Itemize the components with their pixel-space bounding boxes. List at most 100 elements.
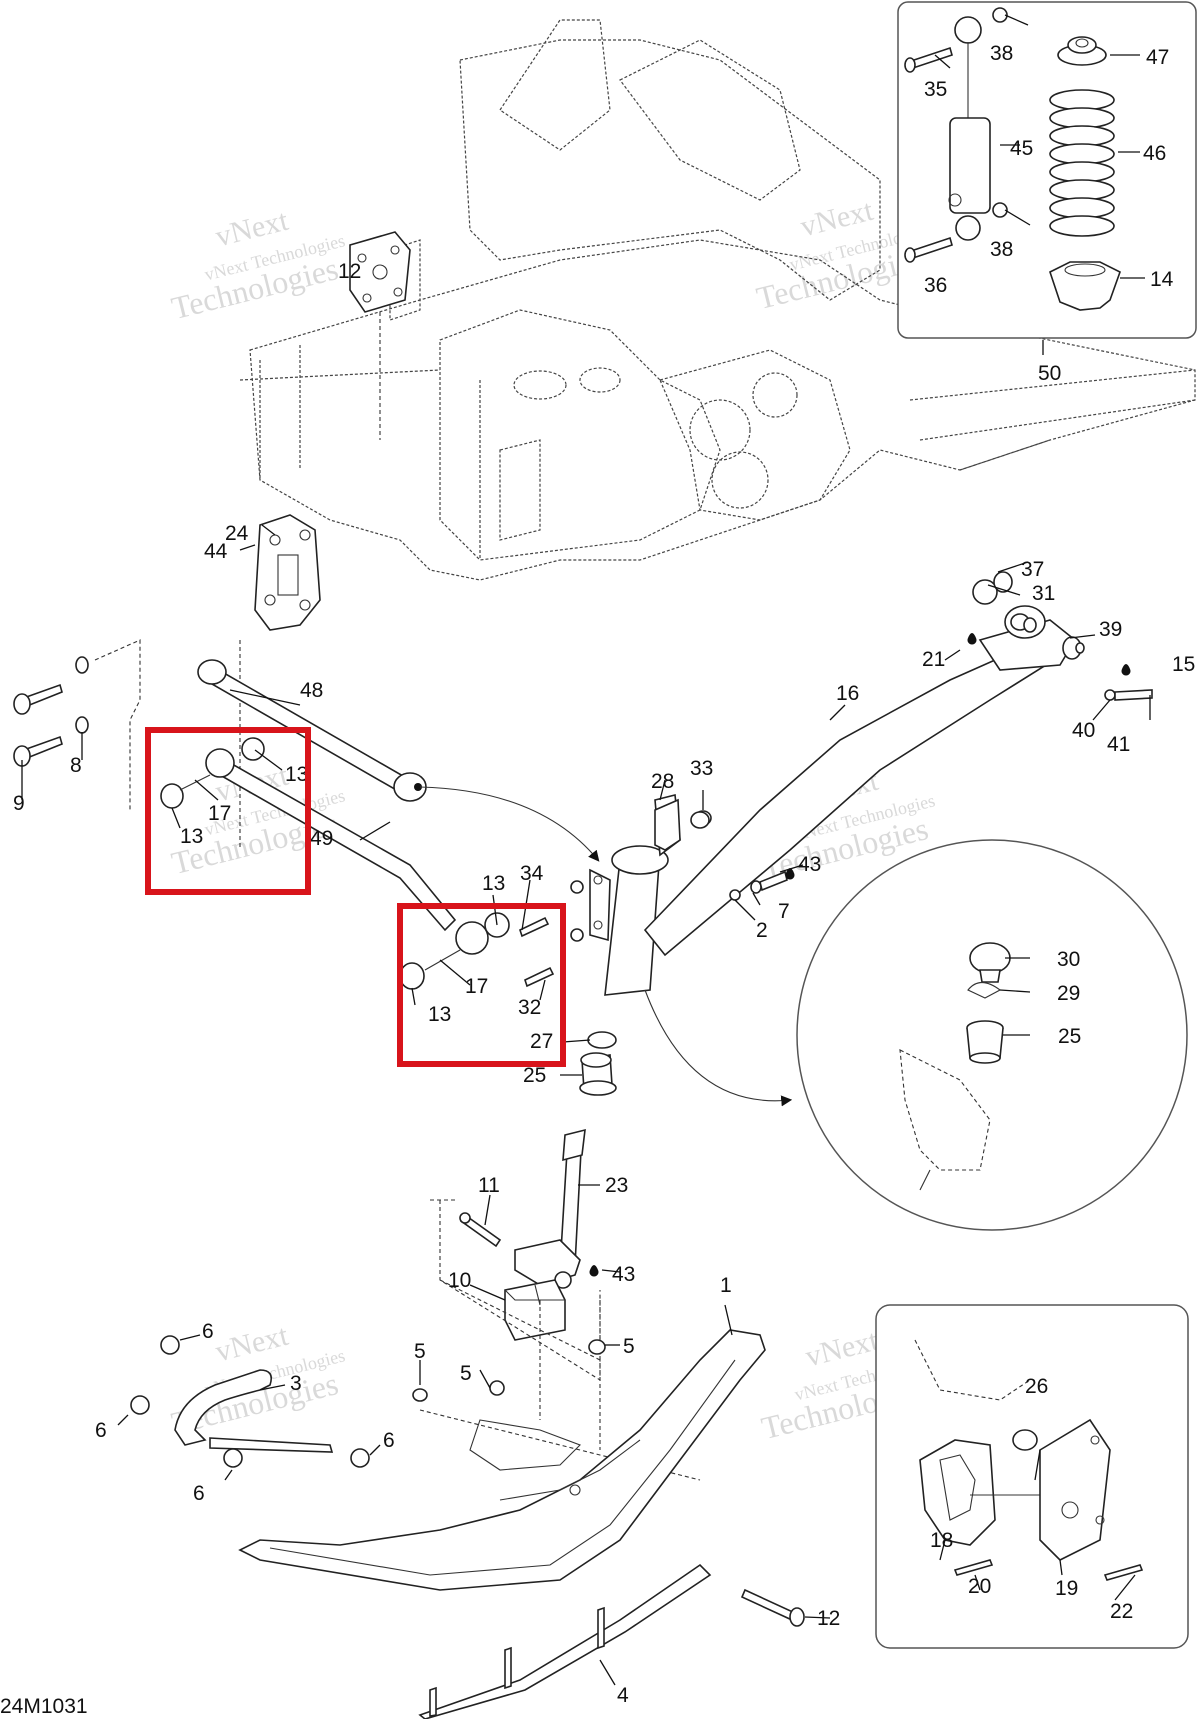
part-11-pin — [459, 1212, 502, 1248]
callout-36: 36 — [924, 274, 947, 297]
leader-lines — [21, 14, 1151, 1686]
chassis-frame — [239, 19, 1196, 581]
callout-24: 24 — [225, 522, 249, 545]
part-49-lower-rod — [160, 737, 457, 932]
callout-32: 32 — [518, 996, 541, 1019]
callout-39: 39 — [1099, 618, 1122, 641]
callout-12a: 12 — [338, 260, 361, 283]
highlight-box-right — [397, 903, 566, 1067]
callout-6a: 6 — [202, 1320, 214, 1343]
callout-50: 50 — [1038, 362, 1061, 385]
callout-29: 29 — [1057, 982, 1080, 1005]
part-19-bracket — [1039, 1418, 1111, 1561]
callout-13b: 13 — [180, 825, 203, 848]
callout-45: 45 — [1010, 137, 1033, 160]
callout-14: 14 — [1150, 268, 1174, 291]
part-24-bracket — [239, 514, 321, 850]
part-38-nut-top — [992, 7, 1008, 23]
callout-5c: 5 — [623, 1335, 635, 1358]
part-5-nuts — [412, 1339, 606, 1402]
part-10-block — [504, 1279, 566, 1341]
watermark-1: vNext vNext Technologies Technologies — [168, 204, 347, 327]
spindle-boot-detail — [875, 1304, 1189, 1649]
callout-43a: 43 — [798, 853, 821, 876]
callout-40: 40 — [1072, 719, 1095, 742]
part-46-spring — [1049, 89, 1115, 237]
part-23-spindle — [514, 1128, 599, 1289]
callout-28: 28 — [651, 770, 674, 793]
callout-6c: 6 — [193, 1482, 205, 1505]
callout-15: 15 — [1172, 653, 1195, 676]
callout-49: 49 — [310, 827, 333, 850]
highlight-boxes — [145, 727, 566, 1067]
part-27-ring — [587, 1031, 617, 1049]
shock-detail-box — [897, 1, 1197, 339]
part-1-ski — [238, 1329, 766, 1591]
bushing-set-right — [399, 912, 555, 990]
callout-27: 27 — [530, 1030, 553, 1053]
part-18-boot — [919, 1439, 1060, 1546]
callout-6d: 6 — [383, 1429, 395, 1452]
callout-1: 1 — [720, 1274, 732, 1297]
callout-10: 10 — [448, 1269, 471, 1292]
part-6-bushings — [130, 1335, 370, 1468]
callout-21: 21 — [922, 648, 945, 671]
callout-47: 47 — [1146, 46, 1169, 69]
callout-38a: 38 — [990, 42, 1013, 65]
part-25-bushing-detail — [966, 1020, 1004, 1064]
callout-4: 4 — [617, 1684, 629, 1707]
callout-7: 7 — [778, 900, 790, 923]
part-9-bolts — [13, 683, 63, 767]
callout-20: 20 — [968, 1575, 991, 1598]
figure-code: 24M1031 — [0, 1695, 88, 1718]
callout-19: 19 — [1055, 1577, 1078, 1600]
part-8-washers — [75, 639, 141, 810]
callout-38b: 38 — [990, 238, 1013, 261]
part-36-bolt — [904, 236, 953, 263]
callout-5a: 5 — [414, 1340, 426, 1363]
part-42-plate — [349, 231, 411, 440]
watermark-3: vNext vNext Technologies Technologies — [168, 759, 347, 882]
callout-41: 41 — [1107, 733, 1130, 756]
part-28-bracket — [654, 798, 795, 901]
part-12-bolt — [740, 1588, 805, 1627]
callout-46: 46 — [1143, 142, 1166, 165]
callout-25a: 25 — [523, 1064, 546, 1087]
callout-23: 23 — [605, 1174, 628, 1197]
callout-22: 22 — [1110, 1600, 1133, 1623]
callout-5b: 5 — [460, 1362, 472, 1385]
part-45-shock — [948, 16, 991, 241]
callout-48: 48 — [300, 679, 323, 702]
callout-25b: 25 — [1058, 1025, 1081, 1048]
part-22-rivet — [1103, 1564, 1144, 1581]
callout-16: 16 — [836, 682, 859, 705]
spindle-cap-detail — [644, 839, 1188, 1231]
callout-17a: 17 — [208, 802, 231, 825]
callout-8: 8 — [70, 754, 82, 777]
callout-6b: 6 — [95, 1419, 107, 1442]
callout-3: 3 — [290, 1372, 302, 1395]
callout-30: 30 — [1057, 948, 1080, 971]
callout-34: 34 — [520, 862, 544, 885]
arrow-to-housing — [419, 786, 600, 862]
callout-labels: 1 2 3 4 5 5 5 6 6 6 6 7 8 9 10 11 12 12 … — [0, 42, 1195, 1718]
callout-44: 44 — [204, 540, 228, 563]
callout-2: 2 — [756, 919, 768, 942]
callout-11: 11 — [478, 1174, 500, 1197]
callout-35: 35 — [924, 78, 947, 101]
part-47-spring-seat — [1057, 36, 1107, 66]
pivot-hardware-right — [967, 571, 1153, 701]
callout-17b: 17 — [465, 975, 488, 998]
part-4-runner — [418, 1563, 712, 1719]
part-38-nut-bottom — [992, 202, 1008, 218]
part-35-bolt — [904, 46, 953, 73]
callout-37: 37 — [1021, 558, 1044, 581]
callout-26: 26 — [1025, 1375, 1048, 1398]
callout-18: 18 — [930, 1529, 953, 1552]
part-25-bushing — [579, 1052, 617, 1096]
part-26-bushing — [1012, 1429, 1038, 1451]
part-14-spring-seat — [1049, 261, 1121, 311]
callout-33: 33 — [690, 757, 713, 780]
part-20-rivet — [953, 1559, 994, 1576]
